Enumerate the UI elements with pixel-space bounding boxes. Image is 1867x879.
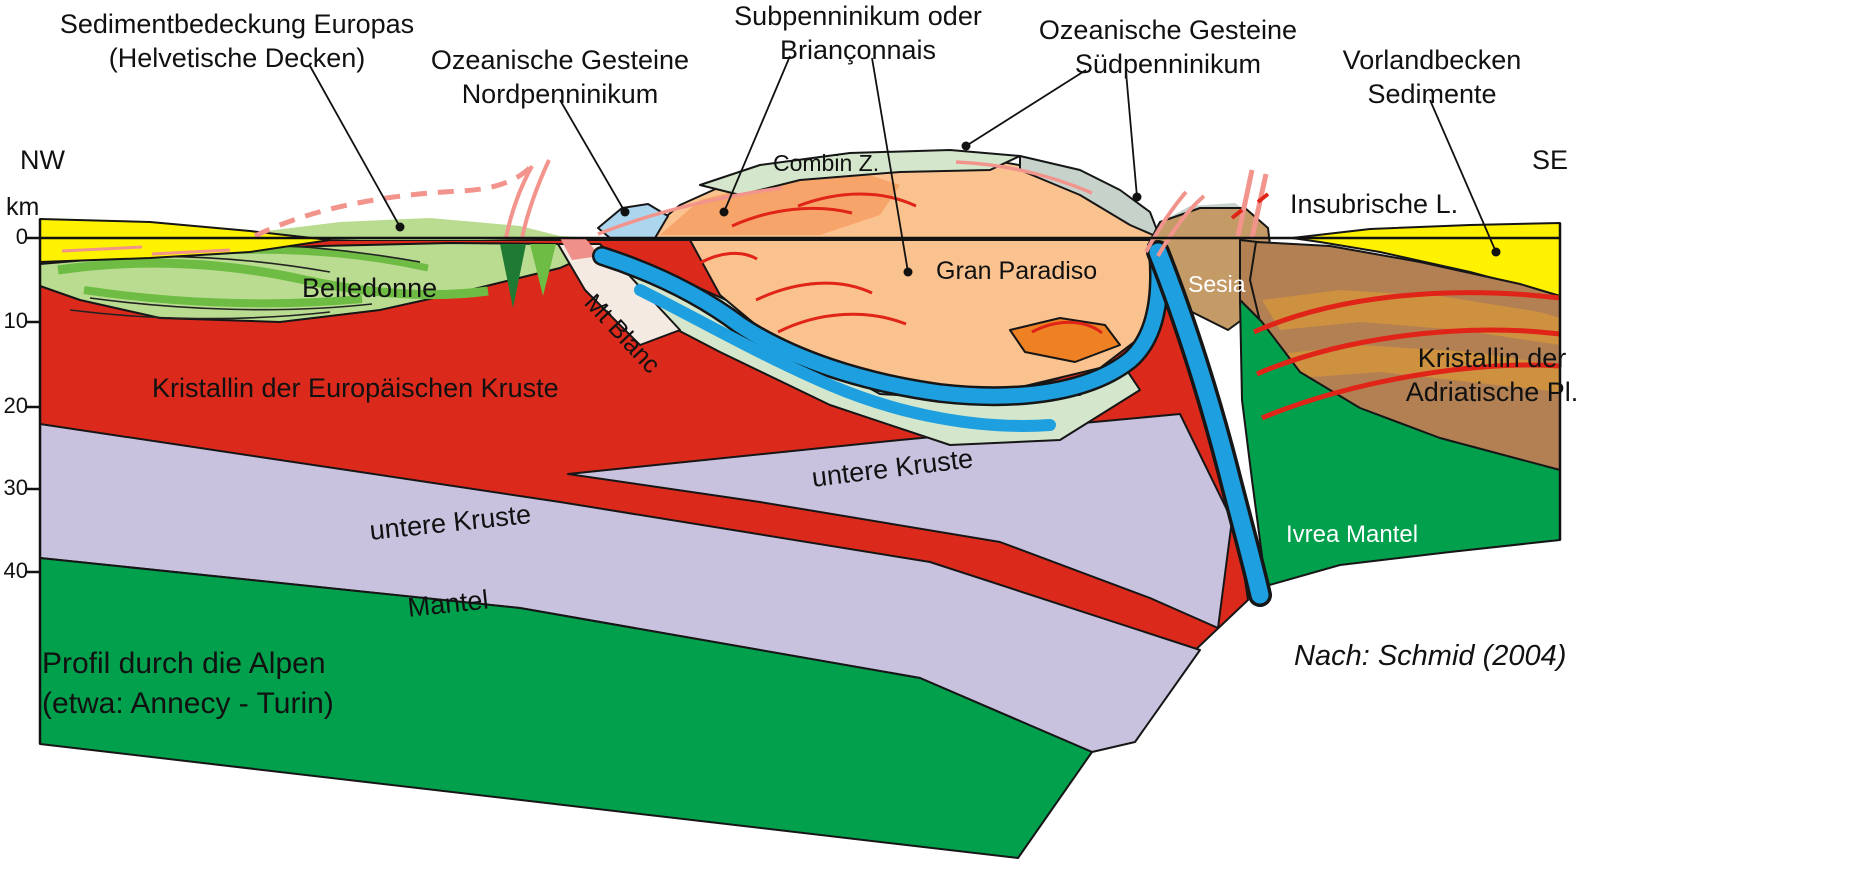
dome-foldline-1 (755, 281, 873, 302)
callout-line: Briançonnais (779, 34, 937, 65)
channel-top-fault-1 (1144, 190, 1188, 253)
region-brianconnais-swirl (660, 172, 900, 235)
label-gran-paradiso: Gran Paradiso (936, 257, 1098, 285)
insubric-fault-1 (1235, 169, 1255, 237)
label-belledonne: Belledonne (302, 273, 438, 303)
helvetic-dash-2 (151, 248, 231, 256)
detachment-dashed-fault (253, 158, 539, 239)
callout-line: Ozeanische Gesteine (1038, 15, 1298, 45)
profile-title: Profil durch die Alpen (etwa: Annecy - T… (42, 644, 334, 723)
axis-unit-label: km (6, 193, 40, 221)
callout-foreland-basin: Vorlandbecken Sedimente (1343, 44, 1522, 112)
axis-tick-10: 10 (3, 308, 28, 333)
compass-se: SE (1532, 145, 1569, 175)
insubric-tick-1 (1230, 208, 1244, 220)
region-mt-blanc (557, 243, 681, 346)
callout-line: Sedimente (1367, 78, 1497, 109)
insubric-tick-2 (1256, 192, 1270, 204)
callout-leader-lines (309, 55, 1497, 273)
callout-line: Subpenninikum oder (734, 1, 982, 31)
axis-tick-20: 20 (3, 393, 28, 418)
helvetic-foldline-4 (69, 309, 331, 320)
axis-tick-30: 30 (3, 475, 28, 500)
dome-foldline-3 (699, 251, 758, 265)
profile-title-line1: Profil durch die Alpen (42, 647, 326, 680)
label-sesia: Sesia (1188, 271, 1246, 297)
helvetic-spike-1 (500, 244, 526, 308)
compass-nw: NW (20, 145, 65, 175)
label-ivrea-mantle: Ivrea Mantel (1286, 521, 1419, 548)
label-adriatic-crust-line1: Kristallin der (1417, 343, 1567, 373)
axis-ticks (26, 236, 40, 574)
mtblanc-fault-2 (520, 159, 551, 239)
axis-tick-40: 40 (3, 558, 28, 583)
profile-title-line2: (etwa: Annecy - Turin) (42, 686, 334, 720)
helvetic-fold-1 (57, 258, 489, 300)
insubric-fault-2 (1249, 173, 1269, 239)
callout-line: (Helvetische Decken) (108, 42, 366, 73)
attribution: Nach: Schmid (2004) (1294, 640, 1567, 672)
mtblanc-fault-1 (504, 165, 534, 239)
dome-foldline-2 (777, 312, 907, 334)
thrust-right (955, 160, 1093, 195)
helvetic-foldline-2 (89, 297, 373, 311)
adriatic-fault-3 (1261, 362, 1561, 421)
ocean-band-main (594, 244, 1167, 404)
callout-line: Vorlandbecken (1342, 45, 1522, 75)
callout-line: Sedimentbedeckung Europas (59, 9, 415, 39)
region-combin-zone (699, 149, 1021, 196)
label-european-crust: Kristallin der Europäischen Kruste (152, 373, 559, 403)
region-helvetic-topography (250, 218, 600, 240)
callout-subpenninic: Subpenninikum oder Briançonnais (734, 0, 982, 68)
axis-tick-0: 0 (15, 224, 28, 249)
ocean-band-lower (634, 284, 1056, 432)
helvetic-fold-2 (83, 286, 363, 308)
helvetic-spike-2 (530, 244, 556, 296)
callout-north-penninic: Ozeanische Gesteine Nordpenninikum (431, 44, 689, 112)
helvetic-dash-1 (61, 245, 143, 253)
region-molasse-left (39, 218, 331, 263)
callout-line: Ozeanische Gesteine (430, 45, 690, 75)
brianconnais-foldline-2 (731, 206, 853, 228)
callout-line: Nordpenninikum (461, 78, 659, 109)
region-adriatic-band-2 (1270, 345, 1560, 392)
subduction-channel (1149, 243, 1269, 604)
brianconnais-foldline-1 (797, 192, 917, 208)
label-combin-zone: Combin Z. (773, 150, 880, 176)
channel-top-fault-2 (1156, 194, 1206, 257)
label-insubric-line: Insubrische L. (1290, 189, 1459, 219)
region-mt-blanc-pink (560, 238, 600, 260)
adriatic-fault-1 (1252, 290, 1561, 335)
callout-dots (395, 141, 1501, 277)
lens-foldline (1031, 320, 1103, 335)
label-adriatic-crust: Kristallin der Adriatische Pl. (1382, 342, 1602, 410)
thrust-left (597, 186, 783, 236)
callout-sediment-cover: Sedimentbedeckung Europas (Helvetische D… (60, 8, 414, 76)
callout-south-penninic: Ozeanische Gesteine Südpenninikum (1039, 14, 1297, 82)
callout-line: Südpenninikum (1074, 48, 1262, 79)
label-adriatic-crust-line2: Adriatische Pl. (1405, 376, 1579, 407)
adriatic-fault-2 (1256, 327, 1561, 377)
